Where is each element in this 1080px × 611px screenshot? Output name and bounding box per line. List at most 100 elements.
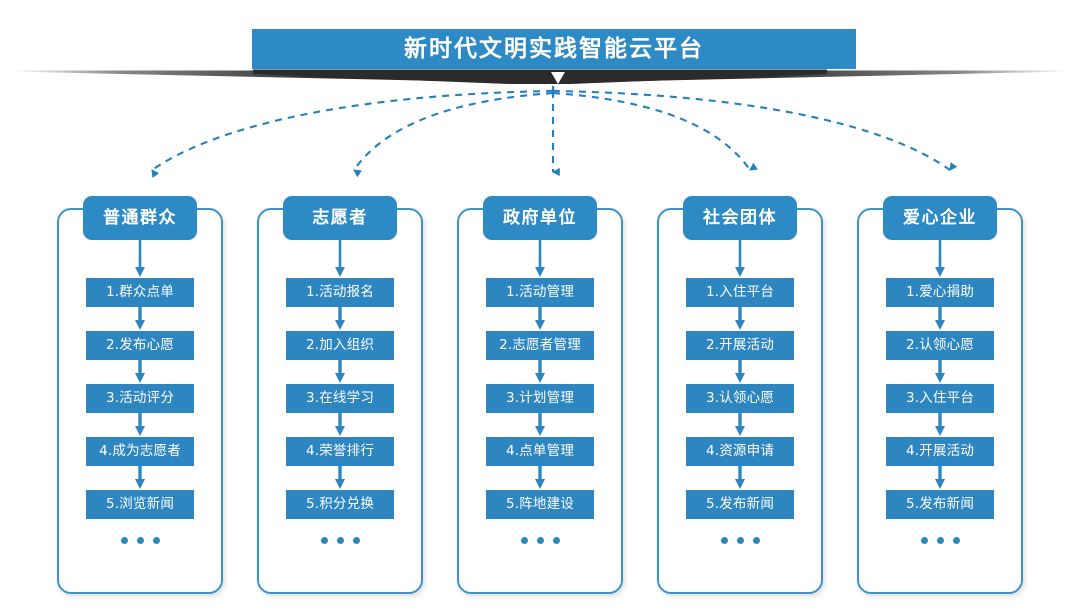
down-arrow-icon xyxy=(935,360,945,383)
ellipsis-dot xyxy=(936,537,944,544)
down-arrow-icon xyxy=(935,307,945,330)
step-list-3: 1.活动管理 2.志愿者管理 3.计划管理 xyxy=(457,240,623,592)
role-column-志愿者: 志愿者 1.活动报名 2.加入组织 xyxy=(257,196,423,594)
step-label: 5.发布新闻 xyxy=(905,495,975,512)
step-arrow xyxy=(733,466,747,490)
down-arrow-icon xyxy=(735,413,745,436)
column-header-label: 政府单位 xyxy=(503,207,577,228)
connector-to-column-1 xyxy=(151,89,554,178)
step-item[interactable]: 4.点单管理 xyxy=(486,437,594,466)
step-item[interactable]: 5.发布新闻 xyxy=(886,490,994,519)
step-arrow xyxy=(533,413,547,437)
step-arrow xyxy=(133,360,147,384)
step-arrow xyxy=(533,307,547,331)
step-label: 2.发布心愿 xyxy=(105,336,175,353)
step-list-1: 1.群众点单 2.发布心愿 3.活动评分 xyxy=(57,240,223,592)
down-arrow-icon xyxy=(135,466,145,489)
more-indicator xyxy=(320,537,360,544)
step-label: 3.认领心愿 xyxy=(705,389,775,406)
step-item[interactable]: 4.资源申请 xyxy=(686,437,794,466)
step-item[interactable]: 2.志愿者管理 xyxy=(486,331,594,360)
more-indicator xyxy=(920,537,960,544)
column-header-2[interactable]: 志愿者 xyxy=(283,196,397,240)
step-item[interactable]: 5.发布新闻 xyxy=(686,490,794,519)
platform-title-banner: 新时代文明实践智能云平台 xyxy=(252,29,856,69)
column-header-4[interactable]: 社会团体 xyxy=(683,196,797,240)
step-arrow xyxy=(333,360,347,384)
step-item[interactable]: 5.阵地建设 xyxy=(486,490,594,519)
step-arrow xyxy=(933,466,947,490)
step-label: 2.认领心愿 xyxy=(905,336,975,353)
column-header-label: 爱心企业 xyxy=(903,207,977,228)
step-item[interactable]: 1.爱心捐助 xyxy=(886,278,994,307)
down-arrow-icon xyxy=(335,360,345,383)
column-header-label: 普通群众 xyxy=(103,207,177,228)
step-label: 1.爱心捐助 xyxy=(905,283,975,300)
step-label: 3.入住平台 xyxy=(905,389,975,406)
hub-node xyxy=(547,86,559,96)
role-columns: 普通群众 1.群众点单 2.发布心愿 xyxy=(0,196,1080,596)
down-arrow-icon xyxy=(735,240,745,277)
step-arrow xyxy=(133,466,147,490)
step-item[interactable]: 3.在线学习 xyxy=(286,384,394,413)
step-label: 1.活动报名 xyxy=(305,283,375,300)
ellipsis-dot xyxy=(520,537,528,544)
ellipsis-dot xyxy=(736,537,744,544)
column-header-1[interactable]: 普通群众 xyxy=(83,196,197,240)
step-label: 4.点单管理 xyxy=(505,442,575,459)
header-to-step-arrow xyxy=(333,240,347,278)
step-item[interactable]: 1.活动报名 xyxy=(286,278,394,307)
step-item[interactable]: 2.开展活动 xyxy=(686,331,794,360)
down-arrow-icon xyxy=(735,307,745,330)
ellipsis-dot xyxy=(920,537,928,544)
step-label: 4.资源申请 xyxy=(705,442,775,459)
column-header-3[interactable]: 政府单位 xyxy=(483,196,597,240)
ellipsis-dot xyxy=(720,537,728,544)
step-label: 3.在线学习 xyxy=(305,389,375,406)
step-item[interactable]: 4.开展活动 xyxy=(886,437,994,466)
down-arrow-icon xyxy=(935,240,945,277)
down-chevron-icon xyxy=(551,72,565,84)
step-label: 2.开展活动 xyxy=(705,336,775,353)
header-to-step-arrow xyxy=(133,240,147,278)
down-arrow-icon xyxy=(535,413,545,436)
step-label: 1.入住平台 xyxy=(705,283,775,300)
role-column-社会团体: 社会团体 1.入住平台 2.开展活动 xyxy=(657,196,823,594)
step-list-5: 1.爱心捐助 2.认领心愿 3.入住平台 xyxy=(857,240,1023,592)
down-arrow-icon xyxy=(535,307,545,330)
role-column-爱心企业: 爱心企业 1.爱心捐助 2.认领心愿 xyxy=(857,196,1023,594)
ellipsis-dot xyxy=(352,537,360,544)
connector-to-column-5 xyxy=(552,89,958,171)
step-item[interactable]: 3.计划管理 xyxy=(486,384,594,413)
ellipsis-dot xyxy=(152,537,160,544)
step-item[interactable]: 1.入住平台 xyxy=(686,278,794,307)
step-list-2: 1.活动报名 2.加入组织 3.在线学习 xyxy=(257,240,423,592)
column-header-5[interactable]: 爱心企业 xyxy=(883,196,997,240)
step-label: 4.荣誉排行 xyxy=(305,442,375,459)
step-item[interactable]: 2.加入组织 xyxy=(286,331,394,360)
step-arrow xyxy=(933,307,947,331)
step-item[interactable]: 3.活动评分 xyxy=(86,384,194,413)
ellipsis-dot xyxy=(552,537,560,544)
step-arrow xyxy=(733,413,747,437)
more-indicator xyxy=(120,537,160,544)
more-indicator xyxy=(720,537,760,544)
step-item[interactable]: 4.成为志愿者 xyxy=(86,437,194,466)
column-header-label: 社会团体 xyxy=(703,207,777,228)
step-item[interactable]: 5.浏览新闻 xyxy=(86,490,194,519)
step-arrow xyxy=(533,466,547,490)
step-item[interactable]: 4.荣誉排行 xyxy=(286,437,394,466)
step-item[interactable]: 1.群众点单 xyxy=(86,278,194,307)
step-label: 4.开展活动 xyxy=(905,442,975,459)
step-item[interactable]: 3.认领心愿 xyxy=(686,384,794,413)
step-item[interactable]: 1.活动管理 xyxy=(486,278,594,307)
step-arrow xyxy=(333,466,347,490)
down-arrow-icon xyxy=(735,466,745,489)
step-item[interactable]: 2.认领心愿 xyxy=(886,331,994,360)
step-arrow xyxy=(933,413,947,437)
down-arrow-icon xyxy=(335,413,345,436)
step-item[interactable]: 5.积分兑换 xyxy=(286,490,394,519)
step-item[interactable]: 2.发布心愿 xyxy=(86,331,194,360)
step-item[interactable]: 3.入住平台 xyxy=(886,384,994,413)
